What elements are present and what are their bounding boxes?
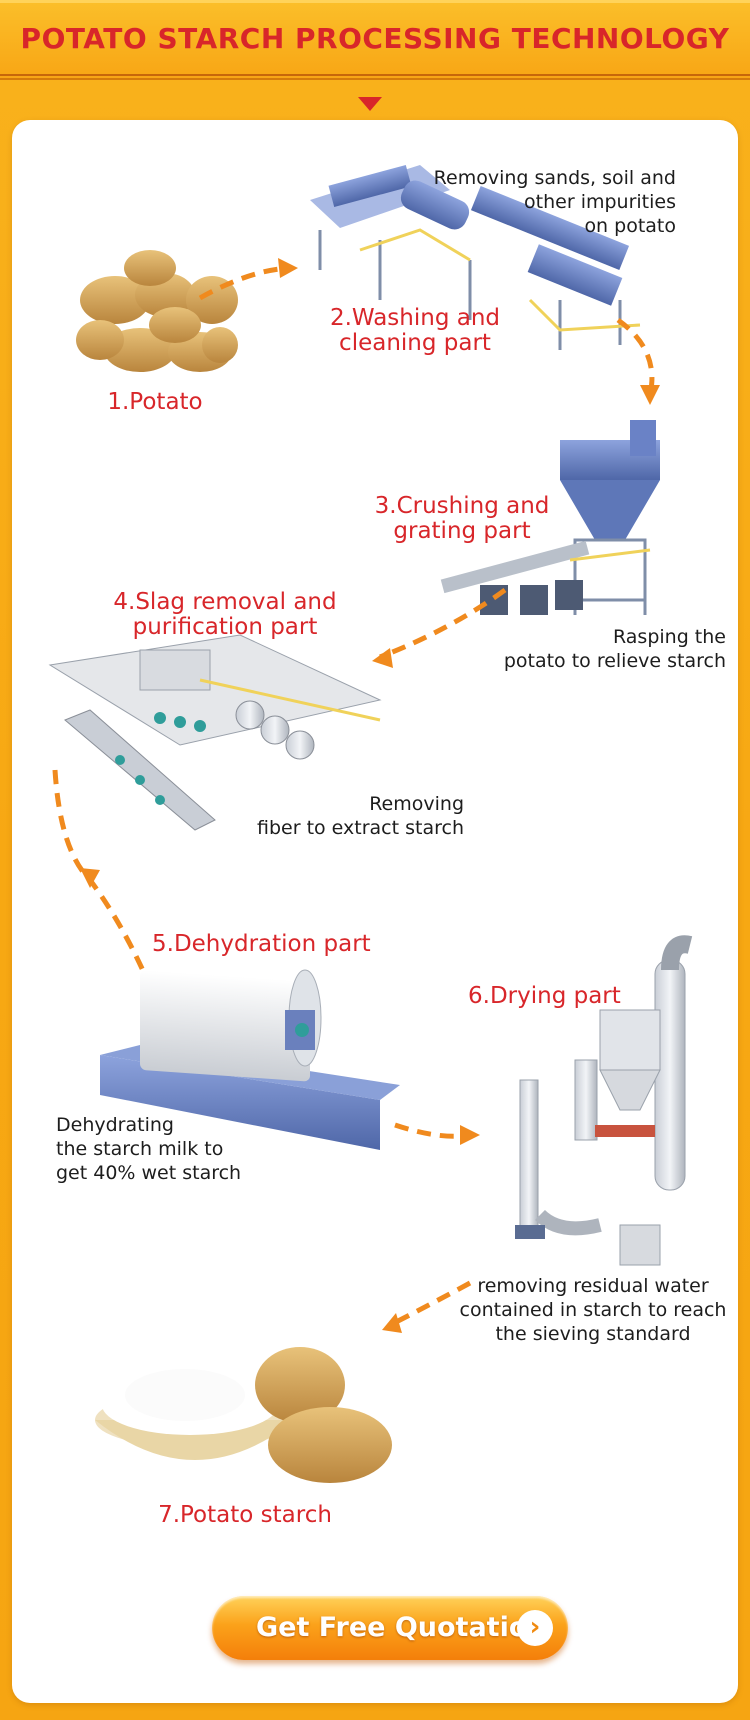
step-5-desc-line-2: the starch milk to — [56, 1138, 224, 1160]
step-4-desc-line-2: fiber to extract starch — [257, 817, 464, 839]
process-card — [12, 120, 738, 1703]
step-5-desc-line-1: Dehydrating — [56, 1114, 174, 1136]
header-banner — [0, 0, 750, 80]
cta-label: Get Free Quotation — [256, 1612, 547, 1643]
step-7-title: 7.Potato starch — [158, 1502, 332, 1528]
step-2-desc-line-3: on potato — [584, 215, 676, 237]
step-6-desc-line-3: the sieving standard — [495, 1323, 691, 1345]
step-4-title: 4.Slag removal and purification part — [100, 590, 350, 640]
step-2-title: 2.Washing and cleaning part — [310, 306, 520, 356]
step-2-desc-line-2: other impurities — [524, 191, 676, 213]
step-3-desc-line-2: potato to relieve starch — [503, 650, 726, 672]
step-5-desc-line-3: get 40% wet starch — [56, 1162, 242, 1184]
step-2-title-line-1: 2.Washing and — [329, 305, 501, 331]
page-title: POTATO STARCH PROCESSING TECHNOLOGY — [20, 22, 730, 55]
step-2-description: Removing sands, soil and other impuritie… — [400, 166, 676, 238]
step-4-description: Removing fiber to extract starch — [220, 792, 464, 840]
step-1-title: 1.Potato — [107, 389, 203, 415]
step-3-title-line-2: grating part — [393, 518, 531, 544]
step-6-desc-line-2: contained in starch to reach — [459, 1299, 727, 1321]
step-2-desc-line-1: Removing sands, soil and — [433, 167, 676, 189]
step-6-description: removing residual water contained in sta… — [440, 1274, 746, 1346]
step-6-desc-line-1: removing residual water — [477, 1275, 709, 1297]
step-2-title-line-2: cleaning part — [339, 330, 491, 356]
step-4-title-line-2: purification part — [132, 614, 318, 640]
step-3-title-line-1: 3.Crushing and — [374, 493, 550, 519]
down-triangle-icon — [358, 97, 382, 111]
step-4-desc-line-1: Removing — [369, 793, 464, 815]
header-divider — [0, 74, 750, 76]
step-3-desc-line-1: Rasping the — [613, 626, 726, 648]
step-5-description: Dehydrating the starch milk to get 40% w… — [56, 1113, 316, 1185]
header-top-line — [0, 0, 750, 3]
step-6-title: 6.Drying part — [468, 983, 621, 1009]
step-4-title-line-1: 4.Slag removal and — [113, 589, 337, 615]
step-3-title: 3.Crushing and grating part — [352, 494, 572, 544]
get-free-quotation-button[interactable]: Get Free Quotation › — [212, 1596, 568, 1660]
step-5-title: 5.Dehydration part — [152, 931, 371, 957]
step-3-description: Rasping the potato to relieve starch — [440, 625, 726, 673]
chevron-right-icon: › — [517, 1610, 553, 1646]
